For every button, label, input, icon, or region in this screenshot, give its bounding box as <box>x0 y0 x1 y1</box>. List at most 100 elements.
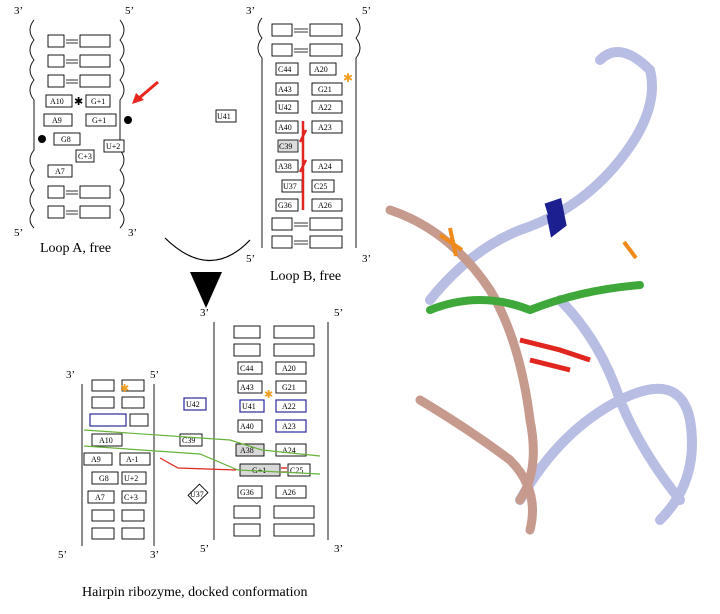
docked-g21: G21 <box>282 383 296 392</box>
docked-b-orange-star-icon: ✱ <box>264 389 273 401</box>
loop-b-c25: C25 <box>314 182 327 191</box>
loop-b-3prime-bottom: 3’ <box>362 253 371 265</box>
loop-b-5prime-top: 5’ <box>362 5 371 17</box>
docked-b-3prime-top: 3’ <box>200 307 209 319</box>
docked-a23: A23 <box>282 422 296 431</box>
loop-a-3prime-bottom: 3’ <box>128 227 137 239</box>
docked-g8: G8 <box>99 474 109 483</box>
docked-u42: U42 <box>186 400 200 409</box>
docked-c39: C39 <box>182 436 195 445</box>
loop-a-c3: C+3 <box>78 152 92 161</box>
loop-b-a43: A43 <box>278 85 292 94</box>
green-segment <box>426 281 644 315</box>
docked-c25: C25 <box>290 466 303 475</box>
loop-a-caption: Loop A, free <box>40 241 111 256</box>
loop-b-c44: C44 <box>278 65 291 74</box>
loop-b-3prime-top: 3’ <box>246 5 255 17</box>
red-bases <box>519 337 591 373</box>
loop-b-a22: A22 <box>318 103 332 112</box>
docked-a-5prime-top: 5’ <box>150 369 159 381</box>
loop-b-stem-top <box>271 23 343 57</box>
down-arrowhead-icon <box>190 272 222 308</box>
loop-b-a23: A23 <box>318 123 332 132</box>
docked-a7: A7 <box>95 493 105 502</box>
strand-b-middle <box>555 295 685 505</box>
loop-b-orange-star-icon: ✱ <box>343 71 353 85</box>
loop-a-left-backbone <box>29 19 35 229</box>
docked-g36: G36 <box>240 488 254 497</box>
docked-red-line <box>159 457 237 471</box>
loop-a-a10-row: A10 ✱ G+1 <box>45 94 111 108</box>
loop-a-panel: 3’ 5’ 5’ 3’ A10 ✱ G+1 A9 G+1 <box>14 5 159 256</box>
loop-a-a9: A9 <box>52 116 62 125</box>
loop-a-stem-bottom <box>47 185 111 219</box>
docked-b-5prime-bottom: 5’ <box>200 543 209 555</box>
docked-a-3prime-top: 3’ <box>66 369 75 381</box>
loop-b-a24: A24 <box>318 162 332 171</box>
structure-panel <box>385 47 697 535</box>
loop-b-u42: U42 <box>278 103 292 112</box>
docked-u2: U+2 <box>124 474 138 483</box>
loop-b-caption: Loop B, free <box>270 269 341 284</box>
docked-a9: A9 <box>91 455 101 464</box>
loop-a-u2: U+2 <box>106 142 120 151</box>
docked-c3: C+3 <box>124 493 138 502</box>
loop-a-a10: A10 <box>50 97 64 106</box>
docked-u41: U41 <box>242 402 256 411</box>
docked-a43: A43 <box>240 383 254 392</box>
loop-b-red-bracket <box>298 121 308 210</box>
docked-a-1: A-1 <box>126 455 138 464</box>
docked-a-3prime-bottom: 3’ <box>150 549 159 561</box>
loop-a-star-icon: ✱ <box>74 96 83 108</box>
loop-b-g21: G21 <box>318 85 332 94</box>
loop-a-a7-row: A7 <box>47 164 73 178</box>
docked-a40: A40 <box>240 422 254 431</box>
loop-a-red-arrowhead-icon <box>132 93 144 104</box>
loop-b-a40: A40 <box>278 123 292 132</box>
docked-a-5prime-bottom: 5’ <box>58 549 67 561</box>
docked-a22: A22 <box>282 402 296 411</box>
docked-a26: A26 <box>282 488 296 497</box>
docked-a38: A38 <box>240 446 254 455</box>
loop-a-g1-gray: G+1 <box>91 97 105 106</box>
loop-a-5prime-top: 5’ <box>125 5 134 17</box>
docked-b-3prime-bottom: 3’ <box>334 543 343 555</box>
loop-a-g8: G8 <box>61 135 71 144</box>
docked-a20: A20 <box>282 364 296 373</box>
strand-b-bottom <box>515 383 697 525</box>
strand-a-lower <box>415 395 537 535</box>
loop-b-u41: U41 <box>217 112 231 121</box>
docked-caption: Hairpin ribozyme, docked conformation <box>82 585 307 600</box>
loop-a-red-arrow-icon <box>137 80 159 101</box>
loop-a-3prime-top: 3’ <box>14 5 23 17</box>
docked-green-lines <box>83 429 321 475</box>
blue-base <box>544 198 567 238</box>
loop-a-right-backbone <box>119 19 125 229</box>
loop-a-g8-row: G8 <box>38 132 81 146</box>
loop-a-g1: G+1 <box>92 116 106 125</box>
transition-curve <box>164 237 251 262</box>
docked-panel: 3’ 5’ 3’ 5’ 5’ 3’ 5’ 3’ ✱ A10 A9 A-1 G8 … <box>58 307 343 600</box>
loop-b-right-backbone <box>355 17 361 248</box>
loop-b-left-backbone <box>257 17 263 248</box>
loop-b-a26: A26 <box>318 201 332 210</box>
loop-b-u37: U37 <box>283 182 297 191</box>
loop-b-stem-bottom <box>271 217 343 249</box>
loop-a-5prime-bottom: 5’ <box>14 227 23 239</box>
docked-orange-star-icon: ✱ <box>120 383 129 395</box>
loop-a-c3-row: C+3 U+2 <box>75 139 125 163</box>
docked-c44: C44 <box>240 364 253 373</box>
loop-b-5prime-bottom: 5’ <box>246 253 255 265</box>
loop-a-a7: A7 <box>55 167 65 176</box>
loop-b-panel: 3’ 5’ 5’ 3’ C44 A20 ✱ A43 G21 U42 A22 U4… <box>215 5 371 284</box>
docked-a24: A24 <box>282 446 296 455</box>
orange-base-right <box>622 240 638 260</box>
docked-u37: U37 <box>190 490 204 499</box>
docked-a10: A10 <box>99 436 113 445</box>
loop-b-a20: A20 <box>314 65 328 74</box>
loop-b-c39: C39 <box>279 142 292 151</box>
loop-a-stem-top <box>47 34 111 88</box>
loop-b-a38: A38 <box>278 162 292 171</box>
